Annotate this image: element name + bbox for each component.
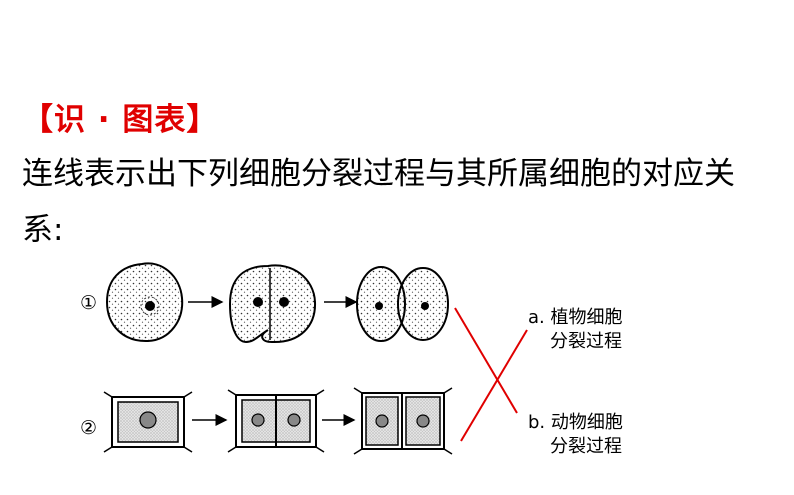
option-b-line2: 分裂过程 <box>550 436 622 457</box>
row-1-marker: ① <box>80 292 98 314</box>
animal-cell-stage-2 <box>228 264 317 344</box>
connector-row2-to-a <box>460 329 528 442</box>
option-b-letter: b. <box>528 412 546 433</box>
animal-cell-stage-3 <box>356 266 449 342</box>
option-a-line1: 植物细胞 <box>550 307 623 328</box>
option-a-line2: 分裂过程 <box>550 331 622 352</box>
option-a-letter: a. <box>528 307 545 328</box>
plant-cell-stage-3 <box>353 387 453 455</box>
animal-cell-stage-1 <box>105 262 184 343</box>
option-a: a. 植物细胞 分裂过程 <box>528 306 623 354</box>
plant-cell-stage-2 <box>227 389 325 453</box>
option-b-line1: 动物细胞 <box>550 412 623 433</box>
row-2-marker: ② <box>80 417 98 439</box>
section-heading: 【识 · 图表】 <box>22 102 219 138</box>
option-b: b. 动物细胞 分裂过程 <box>528 411 623 459</box>
connector-row1-to-b <box>454 307 518 414</box>
question-text: 连线表示出下列细胞分裂过程与其所属细胞的对应关系: <box>22 156 735 248</box>
plant-cell-stage-1 <box>103 391 193 453</box>
